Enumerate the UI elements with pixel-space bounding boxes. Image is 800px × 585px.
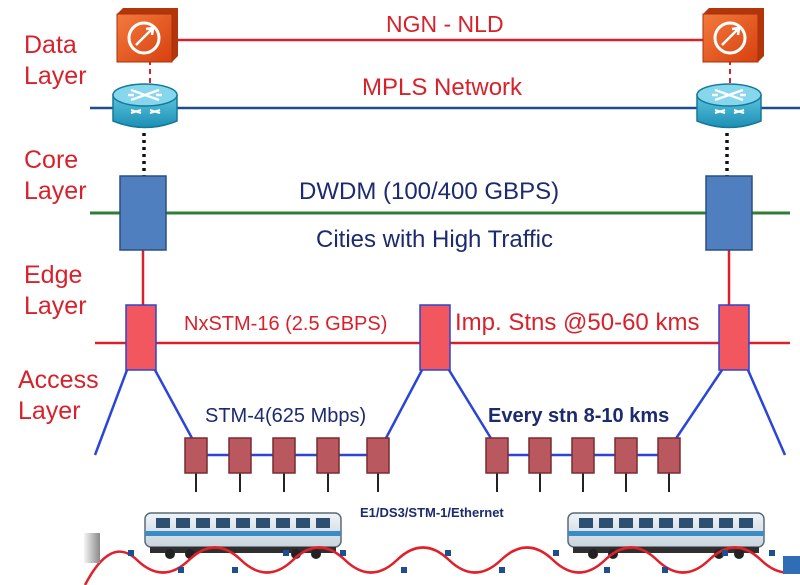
edge-node-middle [419, 304, 451, 371]
train-coach-icon [144, 512, 342, 559]
edge-layer-label: Edge Layer [24, 260, 87, 322]
edge-node-left [125, 304, 157, 371]
core-layer-label: Core Layer [24, 145, 87, 207]
data-layer-line1: Data [24, 31, 77, 59]
access-node-7 [528, 437, 552, 474]
data-node-icon [702, 8, 764, 63]
access-node-2 [228, 437, 252, 474]
edge-layer-line1: Edge [24, 261, 83, 289]
access-node-9 [614, 437, 638, 474]
core-layer-line1: Core [24, 146, 79, 174]
data-layer-line2: Layer [24, 62, 87, 90]
cities-label: Cities with High Traffic [316, 226, 553, 253]
sine-wave [83, 546, 800, 585]
dwdm-label: DWDM (100/400 GBPS) [299, 178, 560, 205]
train-coach-icon [567, 512, 765, 559]
edge-node-right [718, 304, 750, 371]
stm4-label: STM-4(625 Mbps) [205, 405, 367, 427]
access-node-10 [657, 437, 681, 474]
core-node-right [705, 175, 753, 251]
access-layer-line1: Access [18, 366, 99, 394]
corner-square [783, 556, 800, 574]
mpls-network-label: MPLS Network [362, 74, 523, 101]
access-node-4 [316, 437, 340, 474]
router-icon [112, 83, 178, 129]
access-node-8 [571, 437, 595, 474]
access-layer-label: Access Layer [18, 365, 99, 427]
stm16-label: NxSTM-16 (2.5 GBPS) [184, 313, 388, 335]
data-node-icon [116, 8, 178, 63]
edge-layer-line2: Layer [24, 292, 87, 320]
imp-stations-label: Imp. Stns @50-60 kms [455, 309, 700, 336]
access-layer-line2: Layer [18, 397, 81, 425]
access-node-3 [272, 437, 296, 474]
router-icon [696, 83, 762, 129]
core-layer-line2: Layer [24, 177, 87, 205]
data-layer-label: Data Layer [24, 30, 87, 92]
track-end-block [84, 533, 100, 563]
track-markers [128, 550, 775, 573]
e1-ds3-label: E1/DS3/STM-1/Ethernet [360, 505, 504, 520]
access-node-stems [195, 473, 670, 492]
access-node-5 [366, 437, 390, 474]
access-node-6 [485, 437, 509, 474]
ngn-nld-label: NGN - NLD [386, 11, 504, 37]
access-node-1 [184, 437, 208, 474]
every-station-label: Every stn 8-10 kms [488, 405, 670, 427]
core-node-left [119, 175, 167, 251]
